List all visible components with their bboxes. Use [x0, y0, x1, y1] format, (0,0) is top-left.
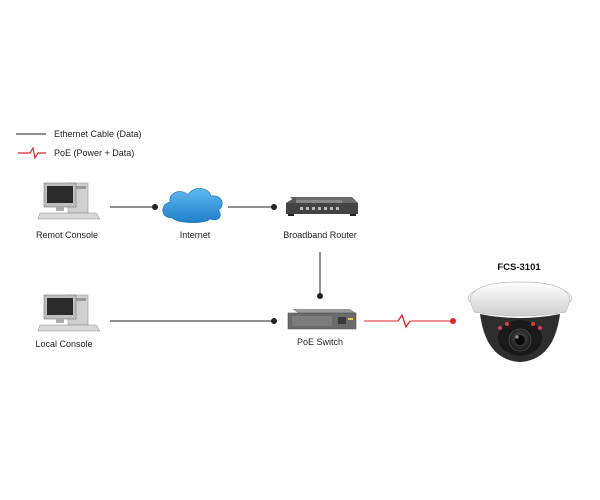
camera-model-label: FCS-3101 [497, 262, 541, 273]
broadband-router-icon [286, 197, 358, 216]
connector-dot [271, 204, 277, 210]
local-console-computer-icon [37, 294, 101, 332]
dome-camera-icon [467, 281, 573, 362]
local-console-label: Local Console [35, 339, 92, 349]
poe-legend-icon [18, 146, 46, 160]
connections [110, 204, 456, 329]
poe-cable [364, 313, 456, 329]
poe-switch-label: PoE Switch [297, 337, 343, 347]
ethernet-legend-label: Ethernet Cable (Data) [54, 129, 142, 139]
legend: Ethernet Cable (Data) PoE (Power + Data) [16, 129, 142, 160]
connector-dot [317, 293, 323, 299]
remote-console-label: Remot Console [36, 230, 98, 240]
connector-dot [152, 204, 158, 210]
connector-dot [271, 318, 277, 324]
poe-legend-label: PoE (Power + Data) [54, 148, 134, 158]
broadband-router-label: Broadband Router [283, 230, 357, 240]
internet-cloud-icon [162, 188, 223, 223]
remote-console-computer-icon [37, 182, 101, 220]
poe-switch-icon [287, 309, 357, 330]
internet-label: Internet [180, 230, 211, 240]
